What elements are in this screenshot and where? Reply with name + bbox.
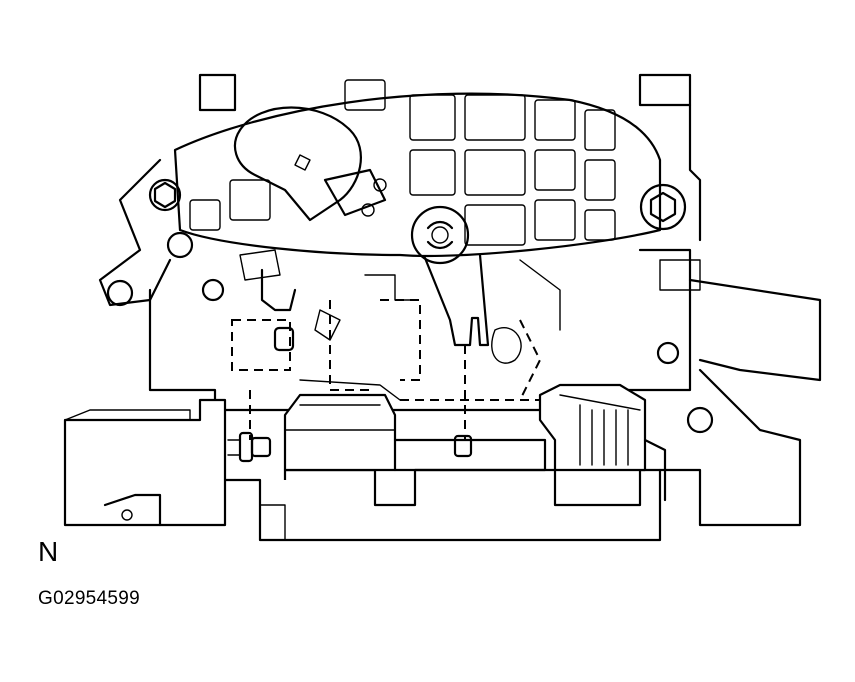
pivot-bolt-right [639, 183, 687, 231]
figure-id: G02954599 [38, 588, 141, 609]
detent-cam [233, 106, 387, 222]
center-housing-block [283, 393, 547, 472]
bracket-ribs [189, 79, 616, 246]
shift-lever-blade [423, 253, 490, 347]
position-switch-bolt [227, 431, 272, 463]
pivot-bolt-left [148, 178, 182, 212]
center-pivot [410, 205, 470, 265]
connector [538, 383, 667, 502]
linkage-pin [260, 268, 341, 352]
inner-details [239, 249, 561, 401]
upper-bracket-frame [98, 92, 662, 307]
base-plate [63, 398, 662, 542]
shift-position-label: N [38, 536, 59, 567]
